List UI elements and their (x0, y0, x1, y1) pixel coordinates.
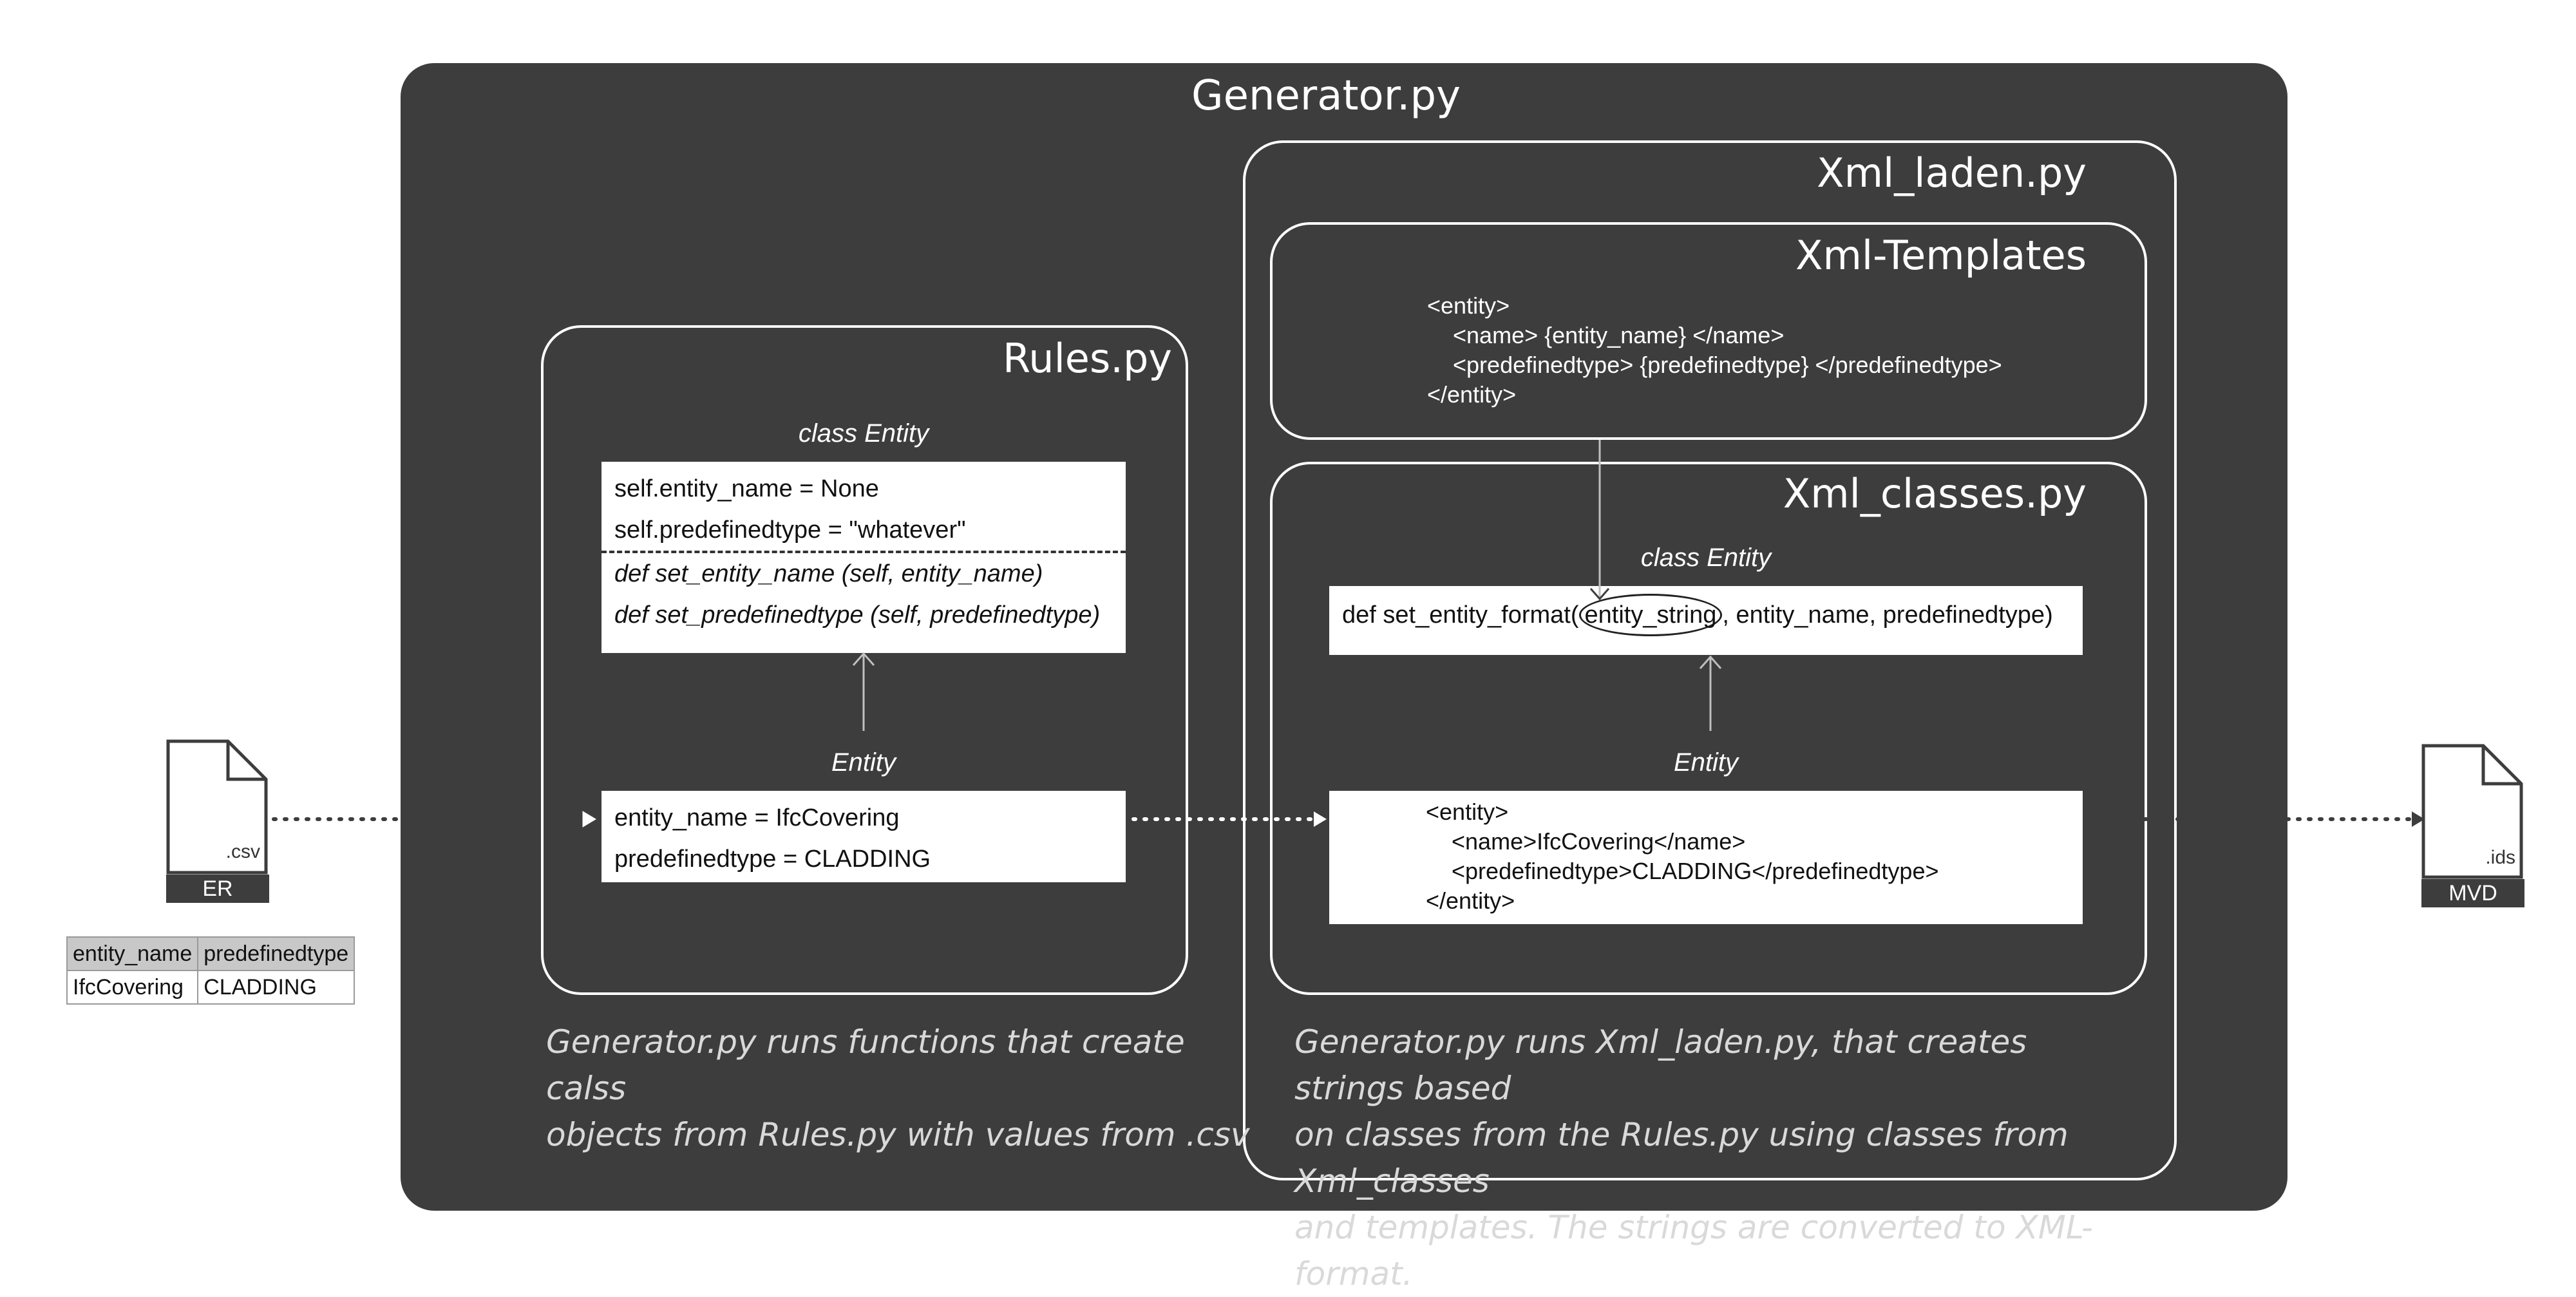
instance-line: <name>IfcCovering</name> (1426, 828, 1746, 855)
output-file-label: MVD (2421, 879, 2524, 907)
xml-templates-code: <entity> <name> {entity_name} </name> <p… (1427, 291, 2002, 410)
rules-method-set-predefinedtype: def set_predefinedtype (self, predefined… (614, 601, 1101, 629)
csv-file-icon (166, 739, 268, 875)
rules-attr-predefinedtype: self.predefinedtype = "whatever" (614, 516, 966, 544)
table-header-cell: entity_name (66, 936, 199, 971)
table-row: IfcCovering CLADDING (66, 970, 355, 1005)
xml-class-entity-box: class Entity def set_entity_format(entit… (1326, 526, 2086, 658)
xml-instance-header: Entity (1329, 734, 2083, 791)
xml-class-method: def set_entity_format(entity_string, ent… (1329, 592, 2083, 638)
generator-title: Generator.py (1191, 72, 1461, 120)
instance-line: <predefinedtype>CLADDING</predefinedtype… (1426, 858, 1939, 884)
rules-class-header: class Entity (601, 405, 1126, 462)
caption-right: Generator.py runs Xml_laden.py, that cre… (1294, 1019, 2145, 1297)
table-header-cell: predefinedtype (197, 936, 355, 971)
template-line: <predefinedtype> {predefinedtype} </pred… (1427, 352, 2002, 378)
template-line: </entity> (1427, 381, 1517, 408)
xml-laden-title: Xml_laden.py (1817, 149, 2087, 196)
template-line: <name> {entity_name} </name> (1427, 322, 1785, 348)
method-prefix: def set_entity_format( (1342, 601, 1579, 629)
instance-line: </entity> (1426, 887, 1515, 914)
rules-frame (541, 325, 1188, 995)
instance-line: <entity> (1426, 799, 1509, 825)
output-file: .ids MVD (2421, 744, 2524, 908)
xml-templates-title: Xml-Templates (1795, 232, 2087, 279)
entity-string-highlight: entity_string (1578, 594, 1723, 636)
source-table: entity_name predefinedtype IfcCovering C… (66, 936, 355, 1005)
ids-file-icon (2421, 744, 2523, 879)
xml-classes-title: Xml_classes.py (1783, 470, 2087, 517)
method-suffix: , entity_name, predefinedtype) (1722, 601, 2053, 629)
caption-left: Generator.py runs functions that create … (546, 1019, 1255, 1158)
input-file-extension: .csv (225, 841, 260, 862)
caption-left-line: objects from Rules.py with values from .… (546, 1116, 1250, 1153)
caption-left-line: Generator.py runs functions that create … (546, 1023, 1185, 1107)
table-header-row: entity_name predefinedtype (66, 936, 355, 971)
rules-instance-entity-name: entity_name = IfcCovering (614, 804, 900, 831)
rules-class-entity-box: class Entity self.entity_name = None sel… (598, 402, 1129, 656)
caption-right-line: on classes from the Rules.py using class… (1294, 1116, 2069, 1200)
input-file-label: ER (166, 875, 269, 903)
caption-right-line: and templates. The strings are converted… (1294, 1209, 2093, 1292)
rules-title: Rules.py (1002, 335, 1172, 382)
rules-method-set-entity-name: def set_entity_name (self, entity_name) (614, 560, 1043, 587)
xml-class-header: class Entity (1329, 529, 2083, 586)
table-cell: IfcCovering (66, 970, 199, 1005)
output-file-extension: .ids (2485, 847, 2515, 868)
xml-instance-entity-box: Entity <entity> <name>IfcCovering</name>… (1326, 731, 2086, 927)
xml-laden-frame (1243, 140, 2177, 1180)
rules-attr-entity-name: self.entity_name = None (614, 475, 879, 502)
rules-instance-predefinedtype: predefinedtype = CLADDING (614, 846, 931, 873)
caption-right-line: Generator.py runs Xml_laden.py, that cre… (1294, 1023, 2027, 1107)
input-file: .csv ER (166, 739, 269, 904)
xml-classes-frame (1270, 462, 2147, 995)
template-line: <entity> (1427, 292, 1510, 319)
rules-instance-header: Entity (601, 734, 1126, 791)
rules-instance-entity-box: Entity entity_name = IfcCovering predefi… (598, 731, 1129, 885)
xml-templates-frame (1270, 222, 2147, 440)
table-cell: CLADDING (197, 970, 355, 1005)
